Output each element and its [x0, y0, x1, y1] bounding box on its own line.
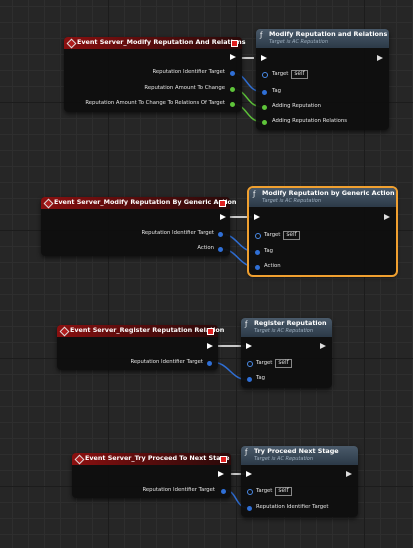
- function-icon: ƒ: [260, 31, 263, 39]
- exec-in-pin[interactable]: [246, 343, 252, 349]
- function-title: Modify Reputation by Generic Action: [262, 189, 395, 197]
- event-node-try-proceed-to-next-stage[interactable]: Event Server_Try Proceed To Next Stage R…: [72, 453, 231, 498]
- function-node-register-reputation[interactable]: ƒ Register Reputation Target is AC Reput…: [241, 318, 332, 388]
- event-title: Event Server_Register Reputation Relatio…: [70, 326, 225, 334]
- event-diamond-icon: [74, 454, 85, 465]
- event-title: Event Server_Modify Reputation By Generi…: [54, 198, 237, 206]
- input-pin[interactable]: [262, 90, 267, 95]
- exec-out-pin[interactable]: [320, 343, 326, 349]
- event-node-header: Event Server_Modify Reputation By Generi…: [41, 197, 236, 209]
- output-label: Reputation Amount To Change To Relations…: [85, 100, 225, 106]
- input-label: Action: [264, 263, 281, 269]
- function-title: Try Proceed Next Stage: [254, 447, 339, 455]
- input-pin[interactable]: [247, 506, 252, 511]
- target-pin[interactable]: [247, 361, 253, 367]
- function-icon: ƒ: [253, 190, 256, 198]
- function-title: Register Reputation: [254, 319, 327, 327]
- function-subtitle: Target is AC Reputation: [254, 456, 314, 462]
- delegate-pin-icon[interactable]: [220, 456, 227, 463]
- function-title: Modify Reputation and Relations: [269, 30, 388, 38]
- function-node-header: ƒ Try Proceed Next Stage Target is AC Re…: [241, 446, 358, 465]
- output-pin[interactable]: [230, 71, 235, 76]
- exec-in-pin[interactable]: [254, 214, 260, 220]
- exec-out-pin[interactable]: [346, 471, 352, 477]
- target-pin[interactable]: [255, 233, 261, 239]
- function-icon: ƒ: [245, 320, 248, 328]
- input-pin[interactable]: [255, 250, 260, 255]
- exec-out-pin[interactable]: [230, 54, 236, 60]
- output-pin[interactable]: [207, 361, 212, 366]
- input-label: Reputation Identifier Target: [256, 504, 329, 510]
- function-node-header: ƒ Register Reputation Target is AC Reput…: [241, 318, 332, 337]
- event-diamond-icon: [66, 38, 77, 49]
- exec-out-pin[interactable]: [384, 214, 390, 220]
- output-label: Reputation Amount To Change: [144, 85, 225, 91]
- self-value-box[interactable]: self: [291, 70, 308, 79]
- self-value-box[interactable]: self: [283, 231, 300, 240]
- event-node-modify-reputation-and-relations[interactable]: Event Server_Modify Reputation And Relat…: [64, 37, 246, 112]
- function-subtitle: Target is AC Reputation: [254, 328, 314, 334]
- output-label: Reputation Identifier Target: [130, 359, 203, 365]
- function-subtitle: Target is AC Reputation: [262, 198, 322, 204]
- event-node-header: Event Server_Modify Reputation And Relat…: [64, 37, 246, 49]
- input-pin[interactable]: [255, 265, 260, 270]
- exec-in-pin[interactable]: [246, 471, 252, 477]
- output-pin[interactable]: [230, 102, 235, 107]
- exec-out-pin[interactable]: [218, 471, 224, 477]
- target-pin[interactable]: [262, 72, 268, 78]
- event-title: Event Server_Modify Reputation And Relat…: [77, 38, 246, 46]
- delegate-pin-icon[interactable]: [219, 200, 226, 207]
- output-label: Action: [197, 245, 214, 251]
- exec-in-pin[interactable]: [261, 55, 267, 61]
- function-node-modify-reputation-and-relations[interactable]: ƒ Modify Reputation and Relations Target…: [256, 29, 389, 130]
- input-pin[interactable]: [262, 120, 267, 125]
- event-node-header: Event Server_Register Reputation Relatio…: [57, 325, 224, 337]
- exec-out-pin[interactable]: [377, 55, 383, 61]
- output-label: Reputation Identifier Target: [142, 487, 215, 493]
- input-pin[interactable]: [262, 105, 267, 110]
- self-value-box[interactable]: self: [275, 359, 292, 368]
- target-pin[interactable]: [247, 489, 253, 495]
- event-node-register-reputation-relation[interactable]: Event Server_Register Reputation Relatio…: [57, 325, 224, 370]
- function-node-header: ƒ Modify Reputation by Generic Action Ta…: [249, 188, 396, 207]
- function-icon: ƒ: [245, 448, 248, 456]
- input-label: Tag: [264, 248, 273, 254]
- input-label: Tag: [256, 375, 265, 381]
- function-node-try-proceed-next-stage[interactable]: ƒ Try Proceed Next Stage Target is AC Re…: [241, 446, 358, 517]
- output-pin[interactable]: [218, 247, 223, 252]
- function-node-modify-reputation-by-generic-action[interactable]: ƒ Modify Reputation by Generic Action Ta…: [247, 186, 398, 277]
- event-diamond-icon: [59, 326, 70, 337]
- output-label: Reputation Identifier Target: [152, 69, 225, 75]
- event-diamond-icon: [43, 198, 54, 209]
- delegate-pin-icon[interactable]: [207, 328, 214, 335]
- event-node-modify-reputation-by-generic-action[interactable]: Event Server_Modify Reputation By Generi…: [41, 197, 236, 256]
- self-value-box[interactable]: self: [275, 487, 292, 496]
- input-label: Adding Reputation Relations: [272, 118, 348, 124]
- output-pin[interactable]: [221, 489, 226, 494]
- function-subtitle: Target is AC Reputation: [269, 39, 329, 45]
- input-pin[interactable]: [247, 377, 252, 382]
- delegate-pin-icon[interactable]: [231, 40, 238, 47]
- output-pin[interactable]: [218, 232, 223, 237]
- output-label: Reputation Identifier Target: [141, 230, 214, 236]
- event-node-header: Event Server_Try Proceed To Next Stage: [72, 453, 231, 465]
- exec-out-pin[interactable]: [207, 343, 213, 349]
- exec-out-pin[interactable]: [220, 214, 226, 220]
- input-label: Tag: [272, 88, 281, 94]
- input-label: Adding Reputation: [272, 103, 322, 109]
- output-pin[interactable]: [230, 87, 235, 92]
- event-title: Event Server_Try Proceed To Next Stage: [85, 454, 230, 462]
- function-node-header: ƒ Modify Reputation and Relations Target…: [256, 29, 389, 48]
